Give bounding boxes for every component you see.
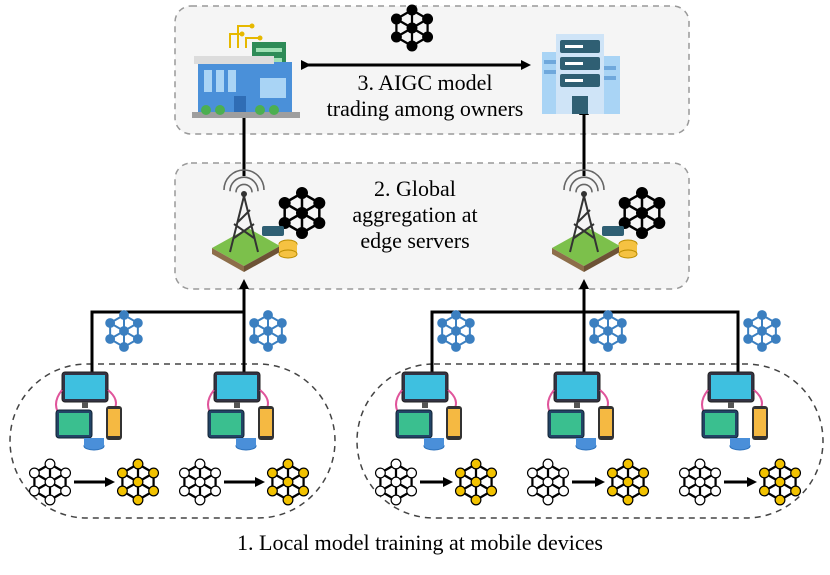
edge-model-network-icon-right <box>618 187 666 240</box>
uploaded-model-icon-5 <box>743 310 781 352</box>
edge-aggregation-label: 2. Global aggregation at edge servers <box>320 176 510 254</box>
owner-trading-label: 3. AIGC model trading among owners <box>300 70 550 122</box>
base-station-tower-icon-left <box>212 169 298 272</box>
device-group-right <box>356 363 824 519</box>
upload-links <box>90 60 740 372</box>
device-group-icon-3 <box>395 371 462 451</box>
edge-aggregation-line-1: 2. Global <box>374 176 456 201</box>
uploaded-model-icon-1 <box>105 310 143 352</box>
device-group-icon-4 <box>547 371 614 451</box>
edge-model-network-icon-left <box>278 187 326 240</box>
device-group-icon-2 <box>207 371 274 451</box>
edge-aggregation-line-2: aggregation at <box>352 202 478 227</box>
owner-trading-line-2: trading among owners <box>326 96 524 121</box>
device-group-icon-1 <box>55 371 122 451</box>
uploaded-model-icon-2 <box>249 310 287 352</box>
untrained-network-icon-3 <box>374 458 418 506</box>
untrained-network-icon-4 <box>526 458 570 506</box>
edge-aggregation-line-3: edge servers <box>360 228 470 253</box>
data-center-building-icon <box>542 34 620 114</box>
trained-network-icon-3 <box>454 458 498 506</box>
base-station-tower-icon-right <box>552 169 638 272</box>
untrained-network-icon-1 <box>28 458 72 506</box>
trained-network-icon-5 <box>758 458 802 506</box>
uploaded-model-icon-3 <box>437 310 475 352</box>
trained-network-icon-4 <box>606 458 650 506</box>
left-cluster-uplink <box>90 310 244 372</box>
factory-building-icon <box>192 23 300 118</box>
device-group-left <box>9 363 336 519</box>
owner-trading-line-1: 3. AIGC model <box>357 70 493 95</box>
trained-network-icon-2 <box>266 458 310 506</box>
local-training-label: 1. Local model training at mobile device… <box>237 530 603 555</box>
trained-network-icon-1 <box>116 458 160 506</box>
untrained-network-icon-5 <box>678 458 722 506</box>
device-group-icon-5 <box>701 371 768 451</box>
model-trading-network-icon <box>390 4 434 52</box>
uploaded-model-icon-4 <box>589 310 627 352</box>
untrained-network-icon-2 <box>178 458 222 506</box>
